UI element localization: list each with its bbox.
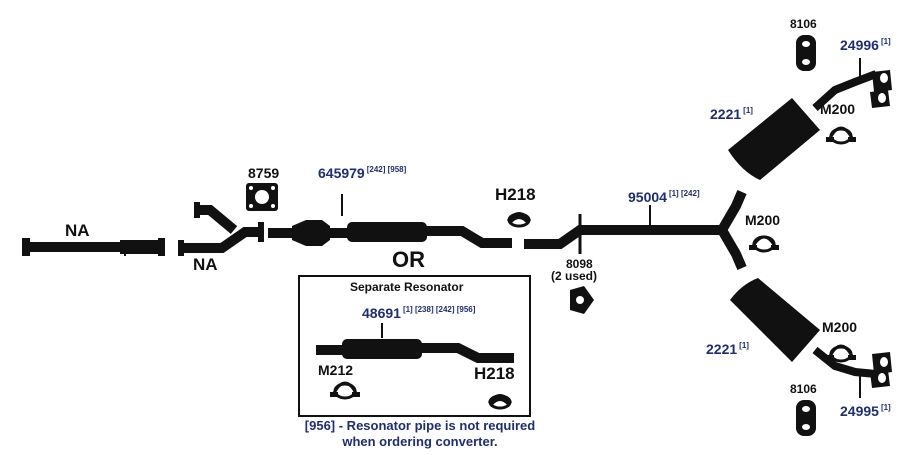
part-number-2221-upper: 2221 [710, 106, 742, 122]
converter-pipe-drawing [268, 194, 512, 248]
label-clamp-8098: 8098 [566, 257, 593, 271]
label-gasket-8759: 8759 [248, 165, 280, 181]
part-number-645979: 645979 [318, 165, 365, 181]
label-na-front-pipe: NA [65, 221, 90, 240]
part-number-95004: 95004 [628, 189, 667, 205]
isolator-8098-drawing [570, 286, 594, 314]
part-number-2221-lower: 2221 [706, 341, 738, 357]
muffler-upper-drawing [728, 58, 892, 180]
footnotes-645979: [242] [958] [366, 165, 407, 174]
gasket-8759-drawing [246, 183, 278, 211]
label-intermediate-pipe: 95004[1] [242] [628, 189, 700, 205]
part-number-24995: 24995 [840, 403, 879, 419]
footnote-line-2: when ordering converter. [342, 434, 498, 449]
footnote-line-1: [956] - Resonator pipe is not required [304, 418, 536, 433]
front-pipe-drawing [22, 238, 165, 256]
part-number-24996: 24996 [840, 37, 879, 53]
y-pipe-drawing [178, 202, 264, 256]
label-hanger-8106-upper: 8106 [790, 17, 817, 31]
label-or: OR [392, 247, 425, 272]
label-hanger-8106-lower: 8106 [790, 382, 817, 396]
footnotes-2221-lower: [1] [739, 341, 749, 350]
resonator-box-title: Separate Resonator [350, 280, 464, 294]
footnotes-24995: [1] [880, 403, 891, 412]
label-catalytic-converter: 645979[242] [958] [318, 165, 407, 181]
clamp-m200-center-drawing [749, 235, 779, 253]
label-tip-upper: 24996[1] [840, 37, 891, 53]
hanger-8106-upper-drawing [796, 35, 816, 71]
hanger-h218-drawing [507, 212, 531, 228]
footnotes-2221-upper: [1] [743, 106, 753, 115]
label-clamp-m200-upper: M200 [820, 101, 856, 117]
footnotes-48691: [1] [238] [242] [956] [402, 305, 476, 314]
clamp-m200-upper-drawing [826, 126, 856, 145]
label-tip-lower: 24995[1] [840, 403, 891, 419]
label-clamp-8098-qty: (2 used) [551, 269, 598, 283]
clamp-m200-lower-drawing [826, 344, 856, 363]
muffler-lower-drawing [730, 278, 892, 398]
label-muffler-lower: 2221[1] [706, 341, 749, 357]
footnotes-95004: [1] [242] [668, 189, 700, 198]
hanger-8106-lower-drawing [796, 400, 816, 436]
label-resonator-hanger-h218: H218 [474, 364, 515, 383]
label-clamp-m200-lower: M200 [822, 319, 858, 335]
label-resonator-part: 48691[1] [238] [242] [956] [362, 305, 476, 321]
separate-resonator-drawing [316, 323, 514, 410]
label-muffler-upper: 2221[1] [710, 106, 753, 122]
label-na-y-pipe: NA [193, 255, 218, 274]
part-number-48691: 48691 [362, 305, 401, 321]
separate-resonator-box [298, 275, 531, 417]
label-clamp-m212: M212 [318, 362, 354, 378]
footnote-956: [956] - Resonator pipe is not required w… [275, 418, 565, 450]
footnotes-24996: [1] [880, 37, 891, 46]
label-clamp-m200-center: M200 [745, 212, 781, 228]
label-hanger-h218: H218 [495, 185, 536, 204]
intermediate-pipe-drawing [524, 190, 747, 270]
